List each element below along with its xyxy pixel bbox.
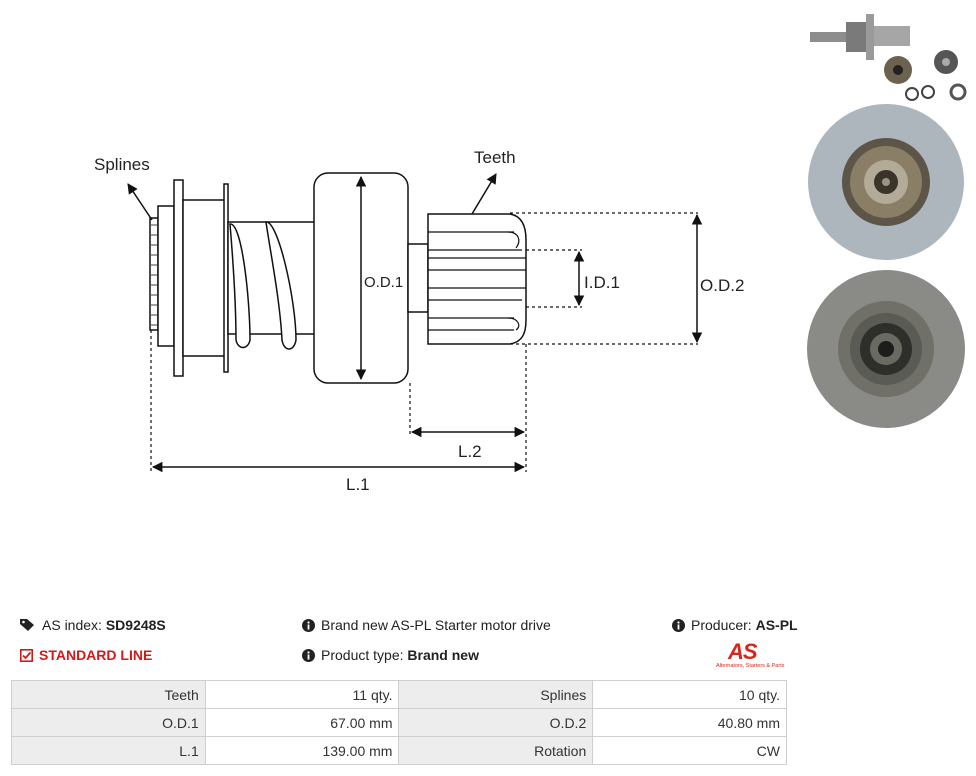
shaft-collar (157, 205, 175, 347)
as-index-value[interactable]: SD9248S (105, 617, 166, 633)
pinion-gear (427, 213, 527, 345)
spec-value: 10 qty. (592, 680, 787, 709)
producer: Producer: AS-PL (672, 617, 798, 633)
od1-label: O.D.1 (364, 274, 403, 291)
sleeve (182, 199, 228, 357)
product-type: Product type: Brand new (302, 647, 479, 663)
spring-coil (265, 221, 297, 350)
spec-value: 11 qty. (204, 680, 400, 709)
check-square-icon (20, 649, 33, 662)
info-icon (302, 649, 315, 662)
standard-line-text: STANDARD LINE (39, 647, 153, 663)
spring-coil (229, 223, 251, 349)
teeth-leader (471, 173, 497, 215)
spec-label: Teeth (11, 680, 206, 709)
od2-label: O.D.2 (700, 276, 744, 295)
tags-icon (20, 619, 34, 631)
as-pl-logo: AS Alternators, Starters & Parts (714, 639, 804, 671)
info-icon (302, 619, 315, 632)
starter-drive-diagram: Splines Teeth O.D.1 I.D.1 O.D.2 L.2 L.1 (94, 148, 744, 494)
table-row: L.1 139.00 mm Rotation CW (11, 736, 787, 765)
product-type-value: Brand new (407, 647, 479, 663)
spec-label: O.D.1 (11, 708, 206, 737)
spec-value: CW (592, 736, 787, 765)
standard-line: STANDARD LINE (20, 647, 152, 663)
splines-label: Splines (94, 155, 150, 174)
spec-value: 139.00 mm (204, 736, 400, 765)
info-icon (672, 619, 685, 632)
spec-value: 40.80 mm (592, 708, 787, 737)
kit-photo[interactable] (806, 4, 970, 104)
id1-label: I.D.1 (584, 273, 620, 292)
teeth-label: Teeth (474, 148, 516, 167)
back-photo[interactable] (806, 268, 970, 430)
logo-mark: AS (728, 639, 758, 664)
description: Brand new AS-PL Starter motor drive (302, 617, 551, 633)
shaft-neck (407, 243, 429, 313)
logo-tagline: Alternators, Starters & Parts (716, 663, 785, 669)
specs-table: Teeth 11 qty. Splines 10 qty. O.D.1 67.0… (11, 680, 787, 765)
l2-label: L.2 (458, 442, 482, 461)
spec-label: Splines (398, 680, 594, 709)
producer-value: AS-PL (755, 617, 798, 633)
table-row: Teeth 11 qty. Splines 10 qty. (11, 680, 787, 709)
table-row: O.D.1 67.00 mm O.D.2 40.80 mm (11, 708, 787, 737)
front-photo[interactable] (806, 104, 970, 264)
splines-leader (127, 183, 153, 221)
spec-label: L.1 (11, 736, 206, 765)
as-index: AS index: SD9248S (20, 617, 166, 633)
spec-value: 67.00 mm (204, 708, 400, 737)
spec-label: O.D.2 (398, 708, 594, 737)
spec-label: Rotation (398, 736, 594, 765)
flange-plate (173, 179, 184, 377)
l1-label: L.1 (346, 475, 370, 494)
